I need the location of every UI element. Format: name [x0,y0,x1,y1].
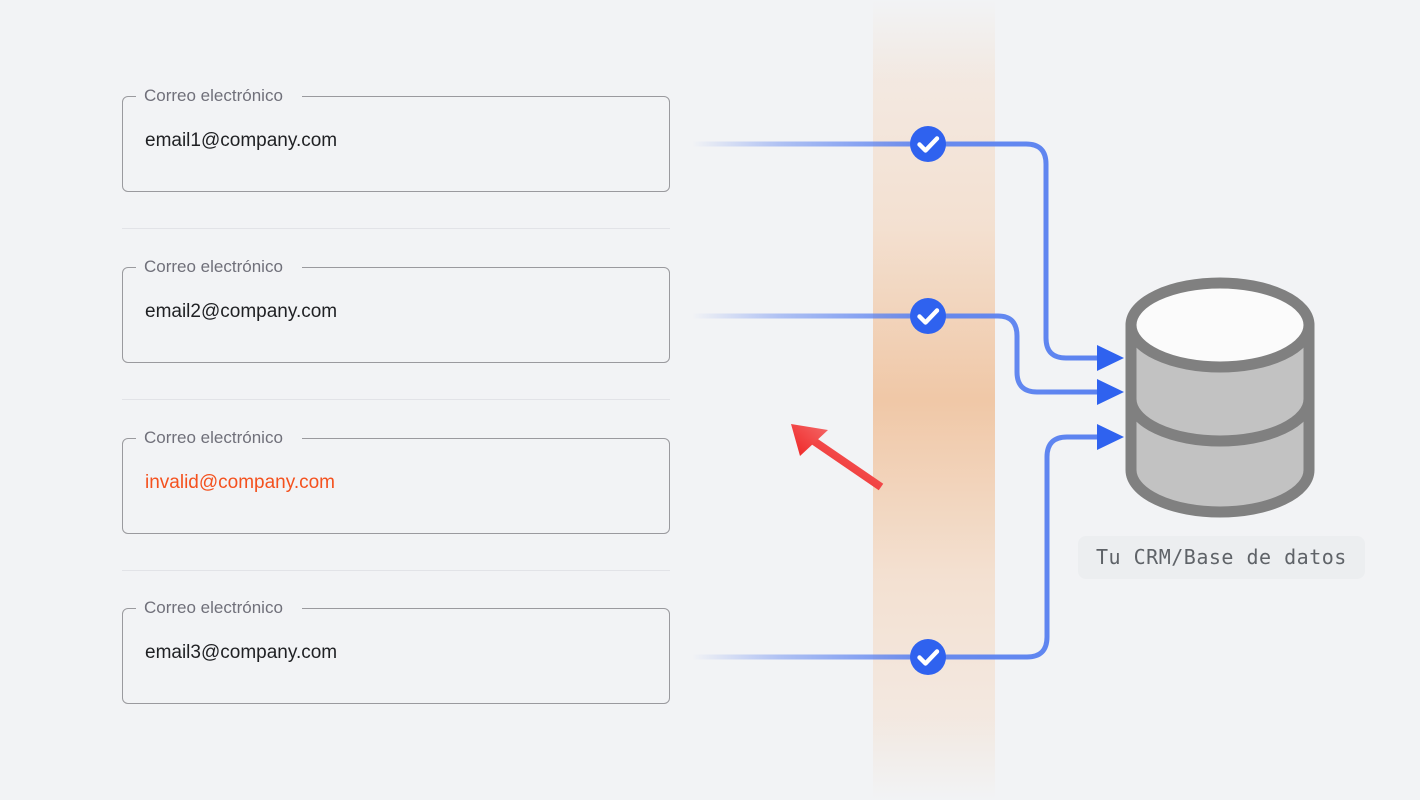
email-field-label: Correo electrónico [144,428,283,447]
field-outline [122,608,670,704]
field-divider-2 [122,399,670,400]
field-notch [136,437,302,440]
check-icon [917,308,940,325]
email-field-value: invalid@company.com [145,472,336,493]
email-field-3-invalid[interactable]: Correo electrónico invalid@company.com [122,428,670,534]
email-field-label: Correo electrónico [144,86,283,105]
email-field-value: email2@company.com [145,301,338,322]
email-field-value: email3@company.com [145,642,338,663]
email-field-2[interactable]: Correo electrónico email2@company.com [122,257,670,363]
red-pointer-arrow-icon [791,424,884,491]
flow-arrowhead-3 [1097,424,1124,450]
flow-arrowhead-1 [1097,345,1124,371]
check-icon [917,649,940,666]
database-label: Tu CRM/Base de datos [1078,536,1365,579]
field-divider-1 [122,228,670,229]
database-cylinder-icon [1125,277,1315,518]
field-outline [122,438,670,534]
field-notch [136,266,302,269]
email-field-label: Correo electrónico [144,598,283,617]
flow-line-valid-3 [689,424,1124,660]
email-field-4[interactable]: Correo electrónico email3@company.com [122,598,670,704]
email-field-label: Correo electrónico [144,257,283,276]
field-outline [122,267,670,363]
field-outline [122,96,670,192]
flow-line-valid-2 [689,313,1124,405]
field-notch [136,607,302,610]
check-icon [917,136,940,153]
flow-line-valid-1 [689,141,1124,371]
validation-filter-band [873,0,995,800]
check-badge-3 [910,639,946,675]
flow-arrowhead-2 [1097,379,1124,405]
check-badge-1 [910,126,946,162]
field-notch [136,95,302,98]
email-field-value: email1@company.com [145,130,338,151]
check-badge-2 [910,298,946,334]
field-divider-3 [122,570,670,571]
email-field-1[interactable]: Correo electrónico email1@company.com [122,86,670,192]
